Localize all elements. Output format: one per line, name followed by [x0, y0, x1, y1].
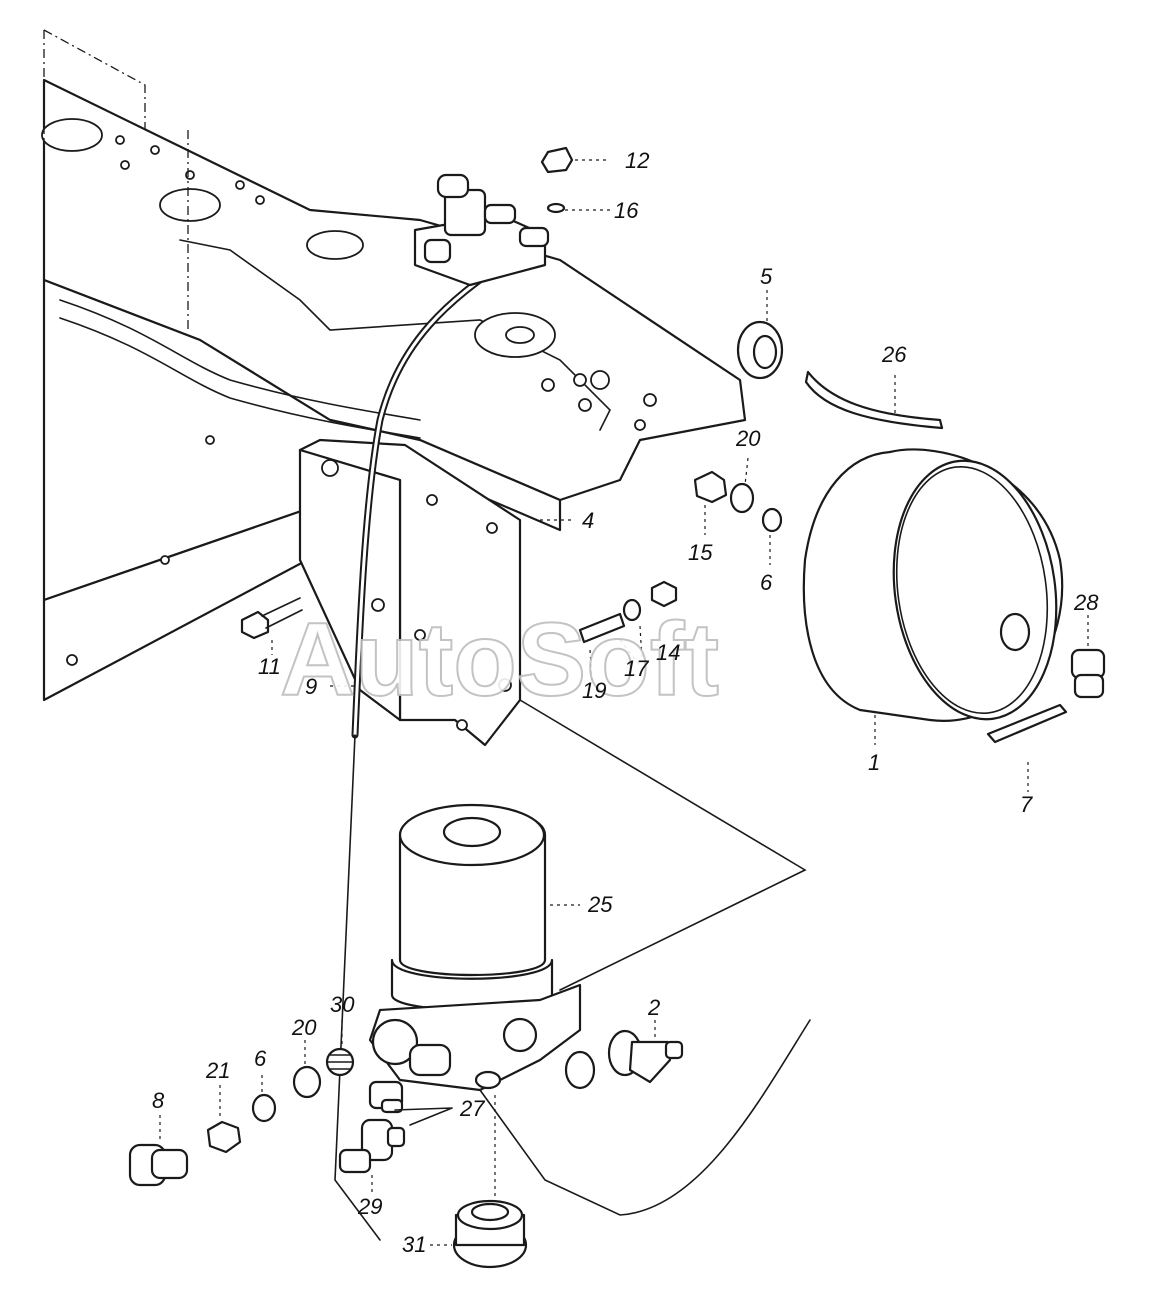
- air-hose-part-9: [334, 258, 509, 1241]
- callout-16: 16: [614, 198, 639, 223]
- callout-8: 8: [152, 1088, 165, 1113]
- elbow-part-8: [128, 1143, 189, 1187]
- plug: [564, 1050, 596, 1090]
- callout-5: 5: [760, 264, 773, 289]
- bracket-part-4: [298, 438, 522, 747]
- tee-part-27: [368, 1080, 404, 1114]
- callout-19: 19: [582, 678, 606, 703]
- fitting-part-2: [607, 1029, 684, 1084]
- callout-28: 28: [1073, 590, 1099, 615]
- callout-7: 7: [1020, 792, 1033, 817]
- ring-part-6-upper: [761, 507, 783, 533]
- air-receiver-part-1: [802, 448, 1064, 722]
- silencer-part-31: [452, 1199, 528, 1269]
- grommet-part-5: [736, 320, 784, 380]
- pipe-line-2: [519, 699, 807, 991]
- adapter-part-15: [693, 470, 728, 504]
- air-dryer-part-25: [368, 803, 582, 1092]
- valve-block: [413, 146, 574, 287]
- callout-11: 11: [258, 654, 281, 679]
- callout-20-lower: 20: [291, 1015, 317, 1040]
- callouts: 1 2 4 5 6 6 7 8 9 11 12 14 15 16 17 19 2…: [152, 148, 1099, 1257]
- callout-12: 12: [625, 148, 649, 173]
- callout-9: 9: [305, 674, 317, 699]
- nut-part-14: [650, 580, 678, 608]
- callout-29: 29: [357, 1194, 382, 1219]
- callout-15: 15: [688, 540, 713, 565]
- callout-26: 26: [881, 342, 907, 367]
- tube-part-26: [804, 370, 944, 430]
- callout-30: 30: [330, 992, 355, 1017]
- watermark: AutoSoft: [280, 602, 719, 718]
- ring-part-6-lower: [251, 1093, 277, 1123]
- callout-2: 2: [647, 995, 660, 1020]
- callout-27: 27: [459, 1096, 485, 1121]
- callout-14: 14: [656, 640, 680, 665]
- callout-1: 1: [868, 750, 880, 775]
- ring-part-20-upper: [729, 482, 755, 514]
- callout-31: 31: [402, 1232, 426, 1257]
- callout-4: 4: [582, 508, 594, 533]
- washer-part-17: [622, 598, 642, 622]
- callout-6-upper: 6: [760, 570, 773, 595]
- callout-25: 25: [587, 892, 613, 917]
- nut-part-21: [206, 1120, 242, 1154]
- callout-21: 21: [205, 1058, 230, 1083]
- connector-part-30: [325, 1047, 355, 1077]
- callout-20-upper: 20: [735, 426, 761, 451]
- ring-part-20-lower: [292, 1065, 322, 1099]
- tube-part-7: [986, 703, 1068, 744]
- bolt-part-11: [240, 597, 303, 640]
- tee-part-29: [338, 1118, 406, 1174]
- fitting-part-28: [1070, 648, 1106, 699]
- callout-17: 17: [624, 656, 649, 681]
- pipe-line: [479, 1019, 811, 1216]
- leader-lines: [159, 159, 1089, 1246]
- callout-6-lower: 6: [254, 1046, 267, 1071]
- stud-part-19: [578, 612, 626, 644]
